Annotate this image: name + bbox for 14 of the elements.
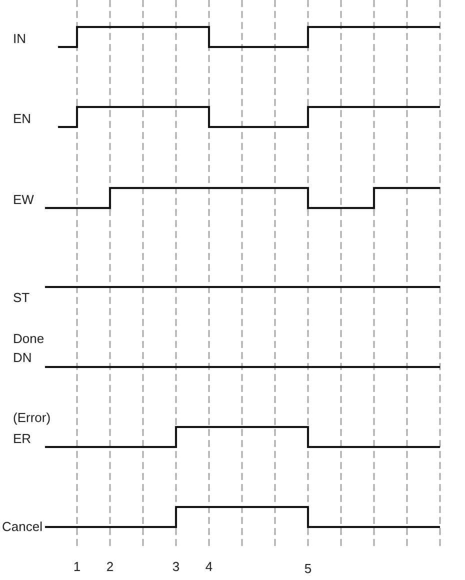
signal-name: EN bbox=[13, 111, 32, 127]
signal-name: Done bbox=[13, 331, 44, 347]
signal-name: (Error) bbox=[13, 410, 51, 426]
signal-name: EW bbox=[13, 192, 34, 208]
signal-name: Cancel bbox=[2, 519, 42, 535]
signal-name: DN bbox=[13, 350, 32, 366]
time-marker: 1 bbox=[73, 559, 81, 575]
time-marker: 3 bbox=[172, 559, 180, 575]
time-marker: 4 bbox=[205, 559, 213, 575]
time-marker: 5 bbox=[304, 561, 312, 577]
time-marker: 2 bbox=[106, 559, 114, 575]
signal-name: ST bbox=[13, 290, 30, 306]
signal-name: IN bbox=[13, 31, 26, 47]
signal-name: ER bbox=[13, 431, 32, 447]
